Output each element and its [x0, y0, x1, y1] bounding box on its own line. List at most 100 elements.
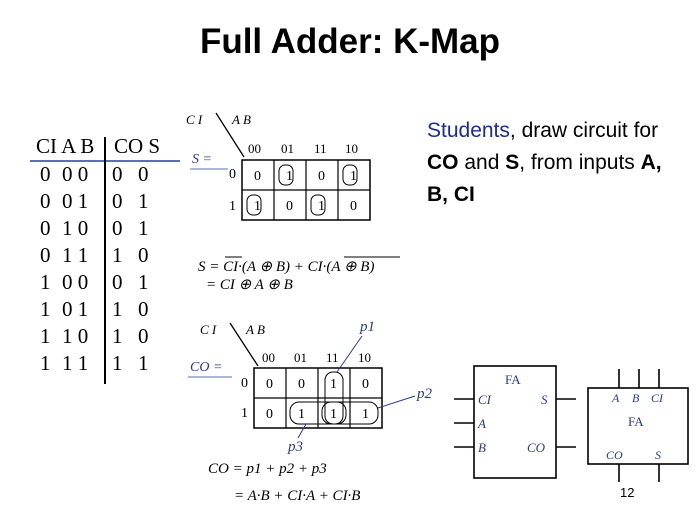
kmap-co-cell: 0	[362, 377, 369, 392]
truth-table-cell-co: 1	[112, 351, 123, 375]
kmap-co-col-header: 01	[294, 350, 307, 365]
truth-table-cell-ab: 1 0	[62, 324, 89, 348]
kmap-co-label-p2: p2	[416, 386, 433, 402]
truth-table-cell-co: 1	[112, 297, 123, 321]
prompt-s: S	[505, 151, 520, 174]
prompt-lead: Students	[427, 119, 510, 142]
truth-table-cell-ab: 0 1	[62, 189, 89, 213]
truth-table-cell-s: 1	[138, 270, 149, 294]
fa-large-output-label: CO	[527, 440, 546, 455]
prompt-text-2: , from inputs	[519, 151, 641, 174]
kmap-s-cell: 1	[350, 169, 357, 184]
fa-small-input-label: B	[632, 391, 640, 405]
kmap-co: C I A B CO = 00 01 11 10 0 1 0 0 1 0 0 1…	[188, 319, 433, 455]
kmap-co-cell: 0	[266, 377, 273, 392]
truth-table-cell-s: 1	[138, 216, 149, 240]
truth-table-cell-s: 0	[138, 297, 149, 321]
co-equation-line-2: = A·B + CI·A + CI·B	[234, 488, 360, 504]
kmap-s-col-header: 10	[345, 141, 358, 156]
kmap-s-cell: 1	[286, 169, 293, 184]
fa-large-input-label: CI	[478, 392, 492, 407]
fa-large-title: FA	[505, 372, 521, 387]
fa-small-title: FA	[628, 414, 644, 429]
kmap-s-cell: 0	[254, 169, 261, 184]
truth-table-cell-ci: 1	[40, 297, 51, 321]
kmap-s-minterm-loop	[342, 164, 358, 186]
fa-small-input-label: CI	[651, 391, 664, 405]
kmap-co-cell: 1	[330, 377, 337, 392]
co-equation: CO = p1 + p2 + p3 = A·B + CI·A + CI·B	[208, 461, 360, 504]
truth-table-cell-ab: 1 0	[62, 216, 89, 240]
kmap-s-col-header: 11	[314, 141, 327, 156]
kmap-co-cell: 1	[362, 407, 369, 422]
kmap-s-row-header: 1	[229, 199, 236, 214]
truth-table-cell-co: 0	[112, 270, 123, 294]
kmap-co-row-var: C I	[200, 322, 217, 337]
truth-table-cell-co: 0	[112, 216, 123, 240]
truth-table-header: CI A B CO S	[36, 134, 160, 159]
kmap-s-cell: 1	[318, 199, 325, 214]
kmap-co-row-header: 0	[241, 376, 248, 391]
kmap-s-minterm-loop	[278, 164, 294, 186]
p3-pointer	[297, 423, 307, 439]
truth-table-cell-ci: 0	[40, 189, 51, 213]
p2-pointer	[377, 395, 416, 409]
co-equation-line-1: CO = p1 + p2 + p3	[208, 461, 327, 477]
kmap-co-cell: 0	[298, 377, 305, 392]
kmap-s-cell: 0	[318, 169, 325, 184]
truth-table-cell-ci: 0	[40, 216, 51, 240]
fa-large-input-label: A	[477, 416, 486, 431]
kmap-s-output-label: S =	[192, 152, 212, 167]
fa-small-box	[587, 387, 689, 465]
fa-small-output-label: S	[655, 448, 661, 462]
kmap-co-corner-diagonal	[229, 322, 259, 367]
truth-table-cell-ci: 0	[40, 243, 51, 267]
p1-pointer	[336, 335, 363, 373]
kmap-co-label-p1: p1	[359, 319, 375, 335]
kmap-s-cell: 0	[286, 199, 293, 214]
prompt-and: and	[458, 151, 506, 174]
truth-table-cell-s: 0	[138, 162, 149, 186]
prompt-co: CO	[427, 151, 459, 174]
kmap-s-col-header: 00	[248, 141, 261, 156]
student-prompt: Students, draw circuit for CO and S, fro…	[427, 115, 687, 211]
truth-table-inputs-header: CI A B	[36, 134, 95, 158]
fa-large-box	[473, 365, 557, 479]
kmap-co-cell: 1	[298, 407, 305, 422]
kmap-s-minterm-loop	[246, 194, 262, 216]
fa-large-input-label: B	[478, 440, 486, 455]
fa-block-large: FA CI A B S CO	[454, 365, 576, 479]
truth-table-cell-ab: 1 1	[62, 243, 89, 267]
truth-table-divider	[104, 137, 106, 384]
slide-title: Full Adder: K-Map	[199, 22, 501, 61]
fa-small-output-label: CO	[606, 448, 623, 462]
fa-small-input-label: A	[611, 391, 620, 405]
truth-table-cell-co: 1	[112, 243, 123, 267]
kmap-co-group-p2	[321, 401, 379, 425]
kmap-s-minterm-loop	[310, 194, 326, 216]
kmap-s-cell: 1	[254, 199, 261, 214]
truth-table-cell-ab: 0 0	[62, 270, 89, 294]
truth-table-cell-ci: 0	[40, 162, 51, 186]
fa-large-output-label: S	[541, 392, 548, 407]
truth-table-cell-ci: 1	[40, 270, 51, 294]
truth-table-cell-ci: 1	[40, 351, 51, 375]
kmap-co-cell: 1	[330, 407, 337, 422]
truth-table-cell-co: 1	[112, 324, 123, 348]
truth-table-cell-ci: 1	[40, 324, 51, 348]
truth-table-cell-s: 0	[138, 324, 149, 348]
kmap-co-col-header: 00	[262, 350, 275, 365]
kmap-co-label-p3: p3	[287, 439, 303, 455]
fa-block-small: A B CI FA CO S	[587, 369, 689, 482]
truth-table-outputs-header: CO S	[114, 134, 161, 158]
kmap-s-col-header: 01	[281, 141, 294, 156]
kmap-s-row-header: 0	[229, 167, 236, 182]
truth-table-cell-ab: 0 1	[62, 297, 89, 321]
